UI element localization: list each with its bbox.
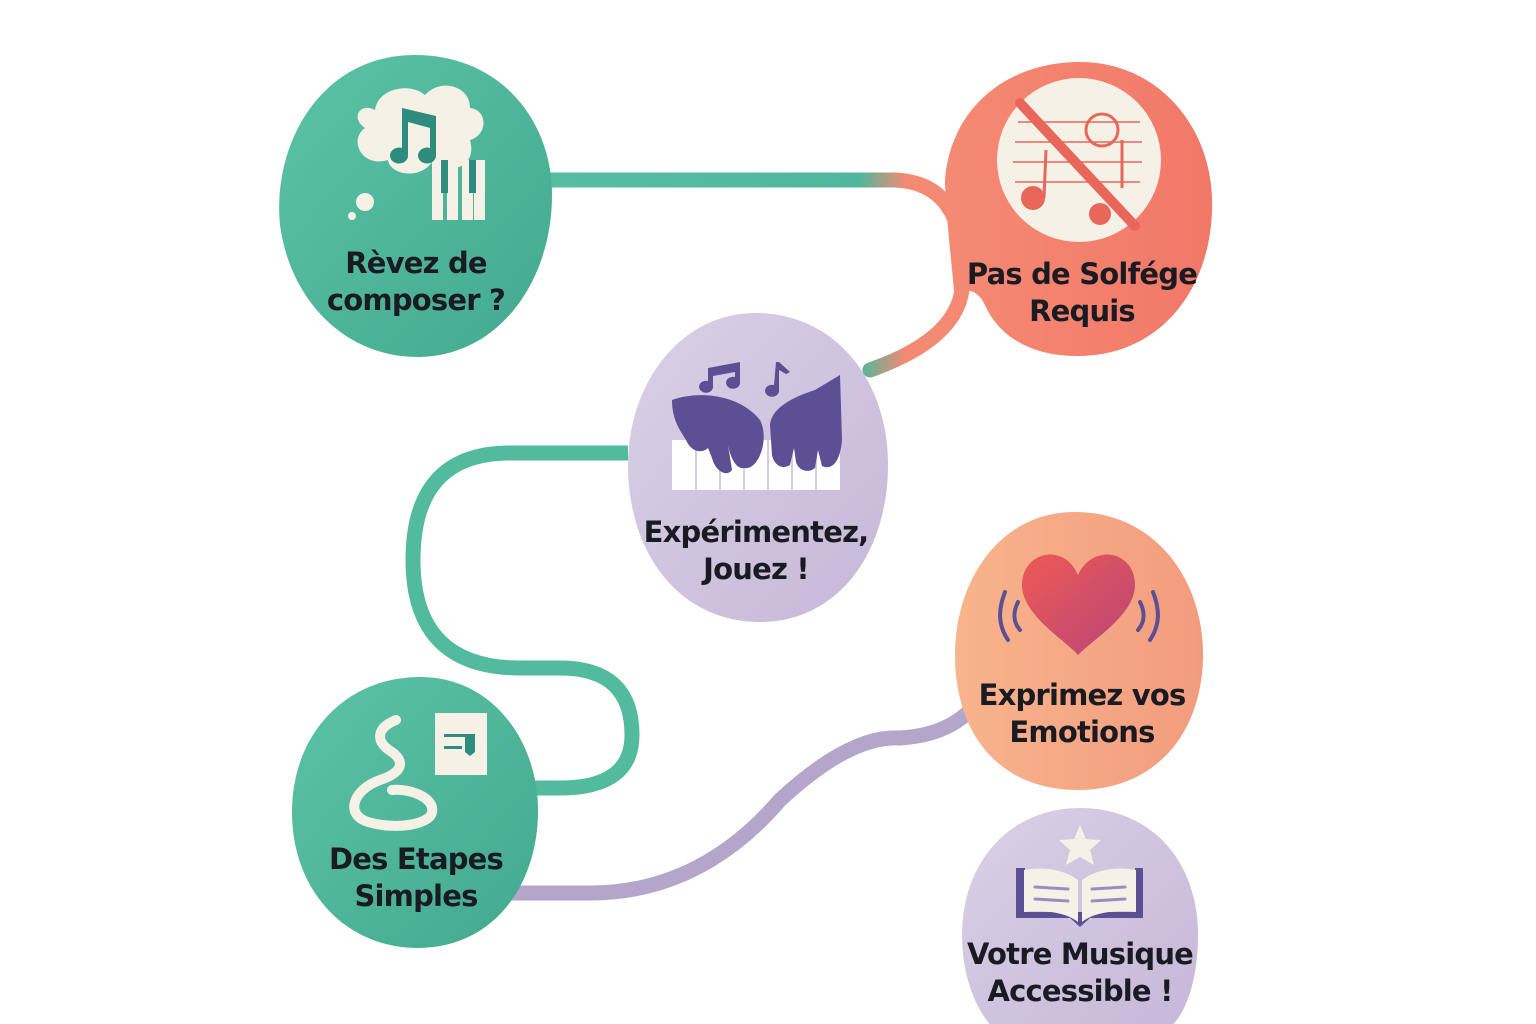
node-dream-label: Rèvez de composer ? bbox=[326, 245, 506, 319]
connector-steps-to-emotions bbox=[505, 699, 981, 901]
node-no-theory bbox=[945, 62, 1213, 357]
node-steps bbox=[292, 677, 539, 948]
node-dream-label-line-1: Rèvez de bbox=[345, 246, 487, 280]
node-experiment-label-line-2: Jouez ! bbox=[703, 552, 809, 586]
thought-cloud-music-icon bbox=[348, 85, 485, 220]
node-no-theory-label-line-2: Requis bbox=[1029, 294, 1136, 328]
node-emotions bbox=[955, 512, 1204, 790]
node-steps-label-line-2: Simples bbox=[354, 879, 478, 913]
node-experiment bbox=[627, 313, 888, 622]
no-sheet-music-icon bbox=[997, 78, 1161, 242]
hands-on-piano-icon bbox=[672, 362, 842, 490]
node-steps-label: Des Etapes Simples bbox=[328, 841, 504, 915]
node-dream-shape bbox=[279, 55, 552, 358]
node-experiment-label-line-1: Expérimentez, bbox=[643, 515, 870, 549]
node-emotions-label-line-2: Emotions bbox=[1009, 715, 1155, 749]
node-accessible-label-line-2: Accessible ! bbox=[987, 974, 1173, 1008]
node-dream-label-line-2: composer ? bbox=[326, 283, 506, 317]
heart-vibration-icon bbox=[998, 554, 1160, 655]
node-steps-label-line-1: Des Etapes bbox=[328, 842, 504, 876]
connector-experiment-to-steps bbox=[405, 445, 640, 796]
node-no-theory-label-line-1: Pas de Solfége bbox=[966, 257, 1198, 291]
node-accessible-label-line-1: Votre Musique bbox=[966, 937, 1194, 971]
node-accessible-label: Votre Musique Accessible ! bbox=[966, 936, 1194, 1010]
node-emotions-label: Exprimez vos Emotions bbox=[978, 677, 1187, 751]
node-experiment-label: Expérimentez, Jouez ! bbox=[643, 514, 870, 588]
node-dream bbox=[279, 55, 552, 358]
node-emotions-label-line-1: Exprimez vos bbox=[978, 678, 1187, 712]
winding-path-icon bbox=[349, 713, 487, 831]
node-no-theory-label: Pas de Solfége Requis bbox=[966, 256, 1198, 330]
node-accessible bbox=[962, 808, 1198, 1024]
book-star-icon bbox=[1016, 825, 1143, 927]
